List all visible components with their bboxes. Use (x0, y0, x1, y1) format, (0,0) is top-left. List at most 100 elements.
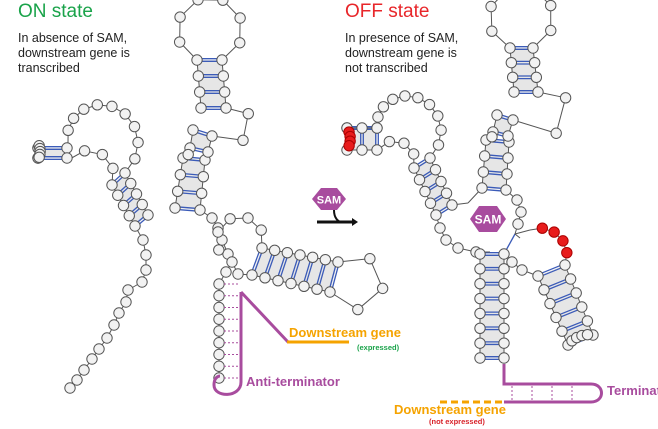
nucleotide (474, 337, 486, 349)
nucleotide (128, 120, 141, 133)
on-desc-line-3: transcribed (18, 61, 80, 75)
nucleotide (242, 212, 254, 224)
on-state-description: In absence of SAM, downstream gene is tr… (18, 31, 130, 76)
nucleotide (474, 278, 486, 290)
nucleotide (485, 0, 497, 13)
nucleotide (129, 220, 141, 232)
sam-ligand-label: SAM (317, 195, 341, 207)
nucleotide (372, 111, 384, 123)
nucleotide (430, 209, 442, 221)
highlighted-nucleotide (557, 235, 569, 247)
anti-terminator-line (212, 292, 243, 396)
nucleotide (213, 313, 225, 325)
nucleotide (137, 234, 149, 246)
nucleotide (498, 352, 510, 364)
nucleotide (399, 90, 411, 102)
nucleotide (195, 187, 208, 200)
nucleotide (213, 348, 225, 361)
nucleotide (371, 144, 383, 156)
helix-shade (482, 140, 509, 190)
nucleotide (33, 151, 45, 164)
nucleotide (119, 108, 131, 120)
nucleotide (544, 297, 556, 310)
nucleotide (142, 209, 154, 221)
nucleotide (125, 177, 137, 190)
nucleotide (140, 264, 152, 276)
nucleotide (432, 139, 445, 151)
nucleotide (217, 0, 229, 6)
nucleotide (550, 311, 562, 324)
nucleotide (530, 71, 543, 84)
nucleotide (113, 307, 125, 319)
nucleotide (191, 54, 203, 66)
nucleotide (213, 244, 225, 256)
nucleotide (224, 213, 236, 225)
nucleotide (256, 242, 268, 254)
nucleotide (140, 249, 152, 261)
nucleotide (285, 277, 297, 290)
nucleotide (440, 234, 452, 246)
nucleotide (532, 270, 544, 282)
on-desc-line-1: In absence of SAM, (18, 31, 128, 45)
highlighted-nucleotide (343, 140, 355, 152)
nucleotide (96, 148, 109, 161)
nucleotide (173, 36, 186, 48)
nucleotide (91, 99, 103, 111)
nucleotide (371, 122, 383, 134)
nucleotide (78, 103, 90, 115)
nucleotide (527, 42, 539, 54)
nucleotide (423, 98, 436, 111)
nucleotide (213, 337, 225, 349)
nucleotide (306, 251, 319, 264)
helix-shade (197, 60, 226, 108)
nucleotide (474, 292, 486, 305)
nucleotide (515, 206, 527, 218)
nucleotide (71, 374, 83, 386)
nucleotide (478, 150, 491, 162)
bound-sam-hexagon (470, 206, 506, 232)
nucleotide (226, 256, 238, 268)
nucleotide (498, 248, 510, 260)
nucleotide (564, 273, 577, 285)
nucleotide (364, 252, 376, 265)
nucleotide (298, 280, 310, 293)
nucleotide (234, 37, 246, 49)
nucleotide (440, 187, 453, 199)
nucleotide (559, 92, 572, 104)
off-state-description: In presence of SAM, downstream gene is n… (345, 31, 458, 76)
nucleotide (120, 296, 132, 308)
nucleotide (511, 194, 523, 206)
nucleotide (272, 274, 284, 287)
nucleotide (192, 0, 204, 6)
nucleotide (498, 278, 510, 290)
nucleotide (387, 93, 399, 105)
nucleotide (424, 197, 437, 209)
nucleotide (498, 337, 510, 349)
nucleotide (486, 131, 498, 143)
nucleotide (434, 222, 446, 234)
nucleotide (217, 70, 230, 82)
helix-shade (414, 158, 452, 215)
nucleotide (506, 71, 519, 84)
sam-ligand-stalk (333, 209, 343, 223)
nucleotide (78, 364, 90, 376)
nucleotide (117, 199, 130, 212)
terminator-line (502, 364, 603, 404)
nucleotide (206, 212, 218, 224)
off-not-expressed-label: (not expressed) (429, 417, 485, 426)
nucleotide (182, 148, 194, 161)
nucleotide (498, 322, 510, 334)
nucleotide (202, 146, 214, 158)
nucleotide (213, 301, 225, 314)
sam-transition: SAM (312, 188, 358, 226)
nucleotide (220, 102, 232, 114)
nucleotide (407, 148, 420, 160)
nucleotide (281, 246, 294, 259)
nucleotide (132, 136, 144, 149)
nucleotide (516, 264, 528, 276)
nucleotide (234, 12, 246, 24)
nucleotide (106, 100, 118, 113)
off-downstream-gene-label: Downstream gene (394, 402, 506, 417)
nucleotide (474, 352, 486, 364)
nucleotide (581, 315, 594, 327)
